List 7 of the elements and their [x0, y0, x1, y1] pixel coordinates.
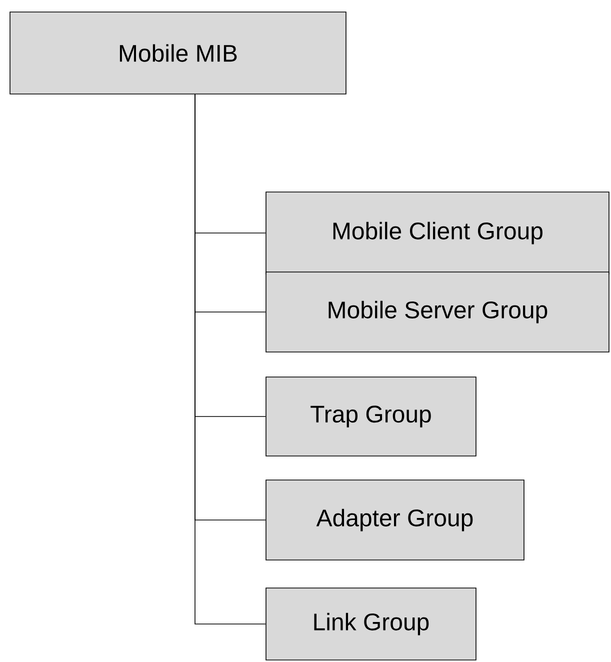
group-box: Link Group — [266, 588, 476, 660]
group-box: Trap Group — [266, 376, 476, 456]
group-box: Mobile MIB — [10, 12, 346, 94]
group-box: Mobile Server Group — [266, 272, 610, 352]
group-box: Adapter Group — [266, 480, 524, 560]
connector-line — [194, 94, 266, 624]
group-box: Mobile Client Group — [266, 192, 610, 274]
